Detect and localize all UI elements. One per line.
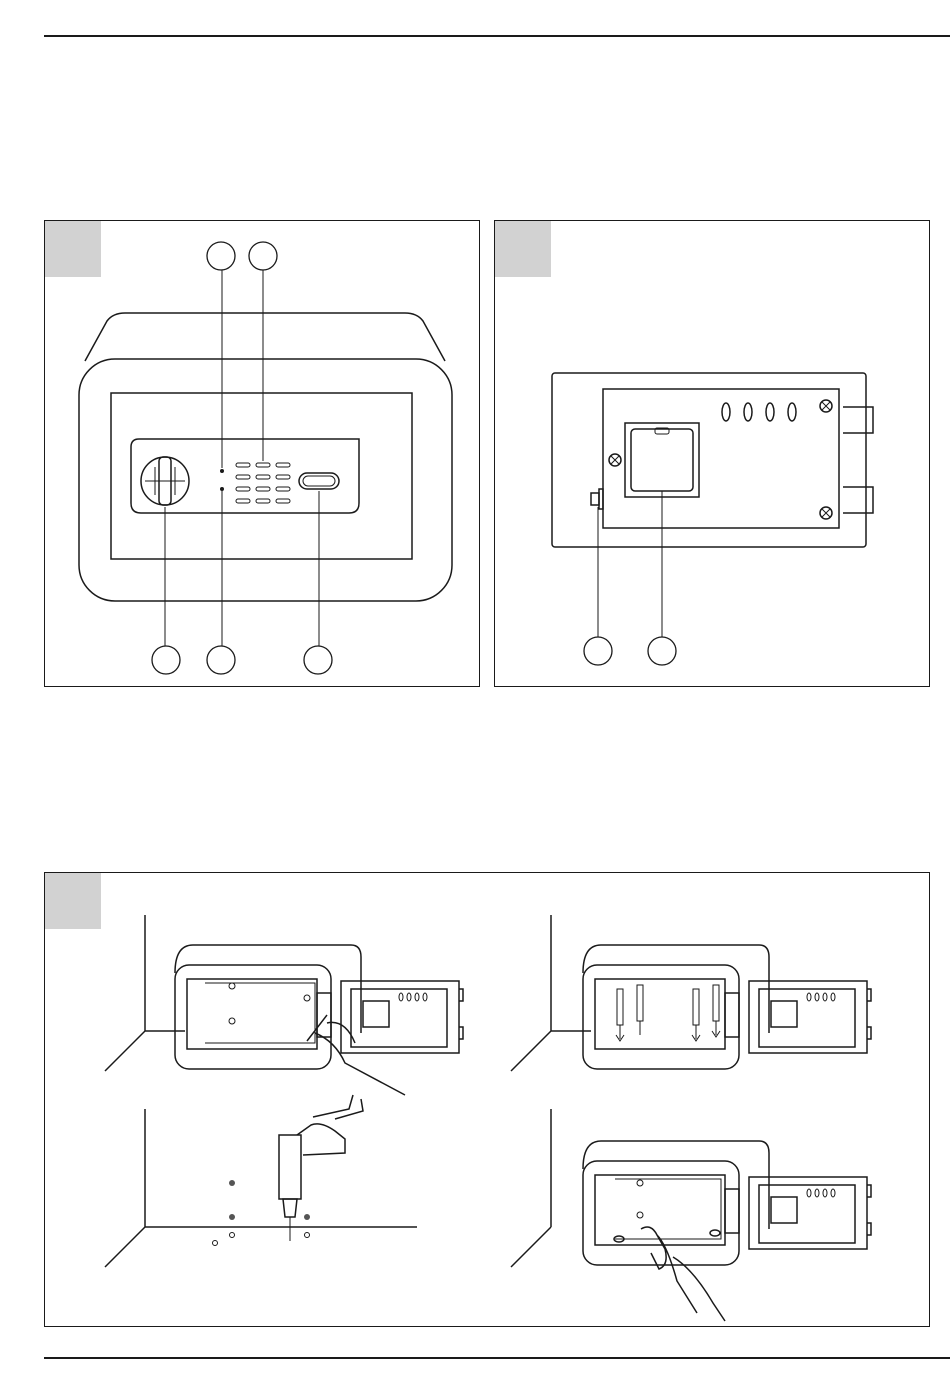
callout-circle (304, 646, 332, 674)
callout-circle (584, 637, 612, 665)
callout-circle (207, 242, 235, 270)
callout-circle (207, 646, 235, 674)
keypad-icon (236, 463, 290, 503)
led-indicator-icon (220, 469, 224, 473)
door-back-illustration (495, 221, 931, 688)
figure-panel-door-back (494, 220, 930, 687)
step-anchor-bolts (511, 915, 871, 1071)
figure-panel-installation (44, 872, 930, 1327)
installation-illustration (45, 873, 931, 1328)
safe-front-illustration (45, 221, 481, 688)
locking-bolt-icon (722, 403, 796, 421)
step-marking-holes (105, 915, 463, 1095)
step-drilling (105, 1095, 417, 1267)
callout-circle (648, 637, 676, 665)
step-fixing (511, 1109, 871, 1321)
bottom-rule (44, 1357, 950, 1359)
led-indicator-icon (220, 487, 224, 491)
callout-circle (152, 646, 180, 674)
figure-panel-front (44, 220, 480, 687)
top-rule (44, 35, 950, 37)
callout-circle (249, 242, 277, 270)
